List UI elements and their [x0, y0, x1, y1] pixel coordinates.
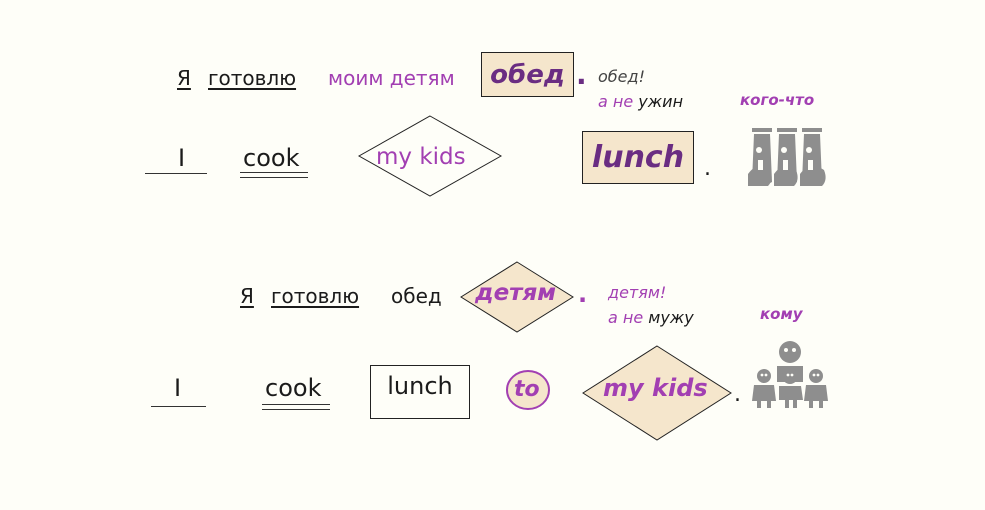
en-indirect-object-diamond	[582, 345, 732, 441]
en-direct-object-box: lunch	[370, 365, 470, 419]
ru-direct-object: обед	[391, 284, 442, 308]
note-alternative: ужин	[638, 92, 684, 111]
family-group-icon	[752, 341, 828, 408]
ru-period: .	[576, 58, 587, 91]
emphasis-note: обед! а не ужин	[598, 64, 683, 114]
note-alternative: мужу	[648, 308, 694, 327]
en-subject: I	[178, 144, 186, 172]
verb-double-underline	[262, 404, 330, 410]
en-subject: I	[174, 374, 182, 402]
note-line-1: детям!	[608, 283, 667, 302]
en-verb: cook	[265, 374, 322, 402]
en-period: .	[734, 382, 741, 407]
en-direct-object: lunch	[387, 372, 453, 400]
note-contrast: а не	[608, 308, 644, 327]
ru-indirect-object: детям	[475, 280, 557, 306]
ru-period: .	[578, 280, 588, 308]
note-line-1: обед!	[598, 67, 645, 86]
note-contrast: а не	[598, 92, 634, 111]
verb-double-underline	[240, 172, 308, 178]
note-line-2: а не ужин	[598, 89, 683, 114]
question-label: кому	[760, 305, 803, 323]
en-direct-object-box: lunch	[582, 131, 694, 184]
ru-direct-object-box: обед	[481, 52, 574, 97]
en-direct-object: lunch	[591, 140, 685, 175]
ru-verb: готовлю	[208, 66, 297, 90]
question-label: кого-что	[740, 91, 815, 109]
en-preposition: to	[514, 377, 540, 402]
ru-indirect-object-diamond	[460, 261, 574, 333]
emphasis-note: детям! а не мужу	[608, 280, 694, 330]
ru-subject: Я	[177, 66, 191, 90]
subject-underline	[145, 173, 207, 174]
three-figures-icon	[748, 128, 826, 186]
en-verb: cook	[243, 144, 300, 172]
note-line-2: а не мужу	[608, 305, 694, 330]
en-period: .	[704, 156, 711, 181]
en-indirect-object: my kids	[376, 144, 466, 170]
subject-underline	[151, 406, 206, 407]
en-indirect-object: my kids	[603, 374, 708, 402]
preposition-circle	[506, 370, 550, 410]
ru-direct-object: обед	[490, 59, 565, 90]
indirect-object-diamond	[357, 115, 503, 197]
ru-subject: Я	[240, 284, 254, 308]
ru-verb: готовлю	[271, 284, 360, 308]
ru-indirect-object: моим детям	[328, 66, 455, 90]
